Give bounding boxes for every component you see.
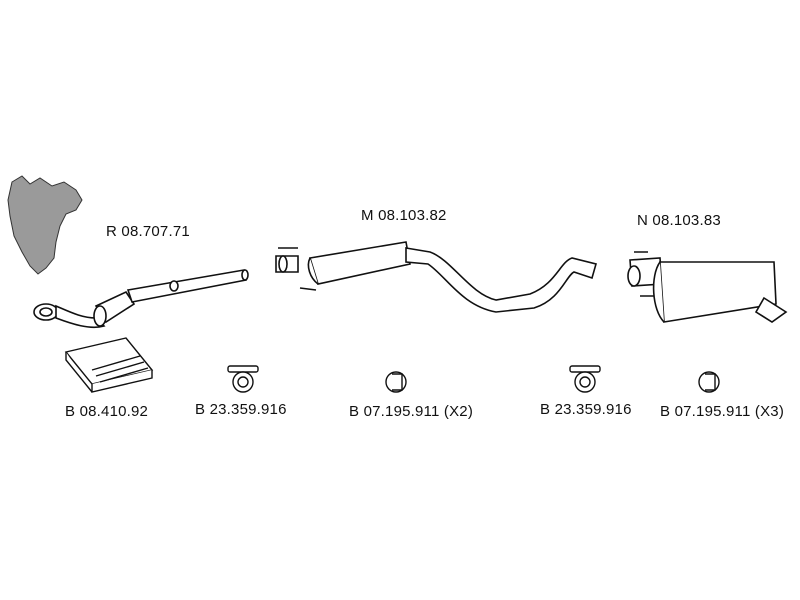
clamp-rear-label: B 23.359.916 <box>540 401 632 418</box>
clamp-front-drawing <box>227 365 259 393</box>
fitting-kit-label: B 08.410.92 <box>65 403 149 420</box>
front-pipe-label: R 08.707.71 <box>106 223 190 240</box>
ring-rear-label: B 07.195.911 (X3) <box>660 403 785 420</box>
middle-silencer-drawing <box>275 241 597 313</box>
ring-middle-drawing <box>385 371 407 393</box>
rear-silencer-drawing <box>627 251 788 323</box>
ring-rear-drawing <box>698 371 720 393</box>
ring-middle-label: B 07.195.911 (X2) <box>349 403 474 420</box>
clamp-rear-drawing <box>569 365 601 393</box>
front-pipe-drawing <box>33 269 249 329</box>
rear-silencer-label: N 08.103.83 <box>637 212 721 229</box>
middle-silencer-label: M 08.103.82 <box>361 207 447 224</box>
clamp-front-label: B 23.359.916 <box>195 401 287 418</box>
fitting-kit-drawing <box>64 337 154 393</box>
engine-silhouette <box>7 175 83 275</box>
